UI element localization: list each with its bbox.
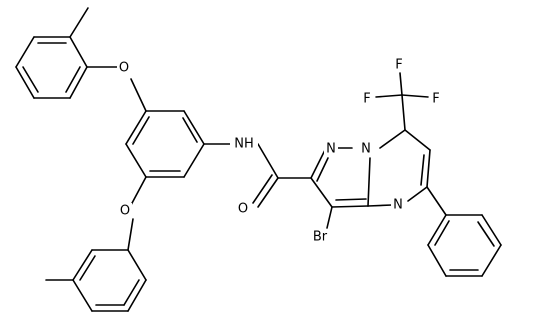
pyrazole-nitrogen: N xyxy=(324,141,338,157)
bromine-label: Br xyxy=(313,230,328,245)
ether-oxygen-lower: O xyxy=(118,203,132,219)
pyrazole-nitrogen-label: N xyxy=(326,142,336,157)
carbonyl-oxygen-label: O xyxy=(238,202,248,217)
lower-tolyl-ring xyxy=(45,218,147,312)
pyrazolopyrimidine-core xyxy=(310,129,431,208)
pyrimidine-nitrogen-label: N xyxy=(393,198,403,213)
nh-label: NH xyxy=(234,137,254,152)
bridgehead-nitrogen: N xyxy=(359,141,373,157)
bonds xyxy=(15,7,502,312)
oxygen-label-upper: O xyxy=(119,61,129,76)
fluorine-label-right: F xyxy=(432,92,439,107)
phenyl-ring xyxy=(426,186,502,277)
fluorine-label-top: F xyxy=(395,58,402,73)
central-ring xyxy=(125,78,231,206)
methyl-bond-upper xyxy=(69,7,89,38)
bridgehead-nitrogen-label: N xyxy=(361,142,371,157)
bromine-bond xyxy=(326,206,333,229)
fluorine-label-left: F xyxy=(363,92,370,107)
amide-nitrogen: NH xyxy=(230,136,258,152)
bromine-atom: Br xyxy=(309,229,331,245)
fluorine-right: F xyxy=(429,91,443,107)
pyrimidine-nitrogen: N xyxy=(391,197,405,213)
trifluoromethyl-group xyxy=(375,72,429,131)
oxygen-label-lower: O xyxy=(120,204,130,219)
carbonyl-oxygen: O xyxy=(236,201,250,217)
upper-tolyl-ring xyxy=(15,7,119,99)
fluorine-left: F xyxy=(360,91,374,107)
ether-oxygen-upper: O xyxy=(117,60,131,76)
atom-labels: O O NH O N N N Br xyxy=(117,57,443,245)
amide-group xyxy=(252,143,312,208)
fluorine-top: F xyxy=(392,57,406,73)
